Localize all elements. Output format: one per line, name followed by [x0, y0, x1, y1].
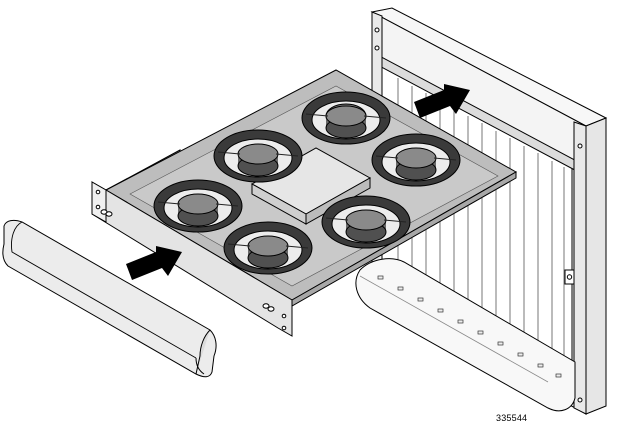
- chassis-right-post: [573, 121, 587, 415]
- faceplate-handle-icon: [262, 303, 275, 312]
- screw-icon: [374, 27, 380, 33]
- screw-icon: [281, 325, 287, 331]
- screw-icon: [374, 45, 380, 51]
- screw-icon: [281, 313, 287, 319]
- faceplate-handle-icon: [100, 209, 113, 217]
- fan-icon: [371, 133, 461, 187]
- airflow-arrow-icon: [414, 84, 470, 118]
- insertion-arrow-icon: [126, 246, 182, 280]
- chassis-air-plenum: [355, 258, 576, 412]
- fan-icon: [213, 129, 303, 183]
- tray-faceplate: [91, 181, 293, 337]
- fan-controller-box: [250, 147, 372, 225]
- screw-icon: [95, 189, 101, 195]
- fan-icon: [153, 179, 243, 233]
- fan-icon: [301, 91, 391, 145]
- figure-number: 335544: [496, 413, 528, 423]
- front-bezel-cover: [2, 219, 217, 378]
- chassis-side-face: [585, 117, 607, 415]
- latch-screw-icon: [566, 274, 573, 280]
- screw-icon: [577, 397, 583, 403]
- fan-icon: [321, 195, 411, 249]
- fan-array: [153, 91, 461, 275]
- screw-icon: [577, 143, 583, 149]
- screw-icon: [95, 204, 101, 210]
- fan-icon: [223, 221, 313, 275]
